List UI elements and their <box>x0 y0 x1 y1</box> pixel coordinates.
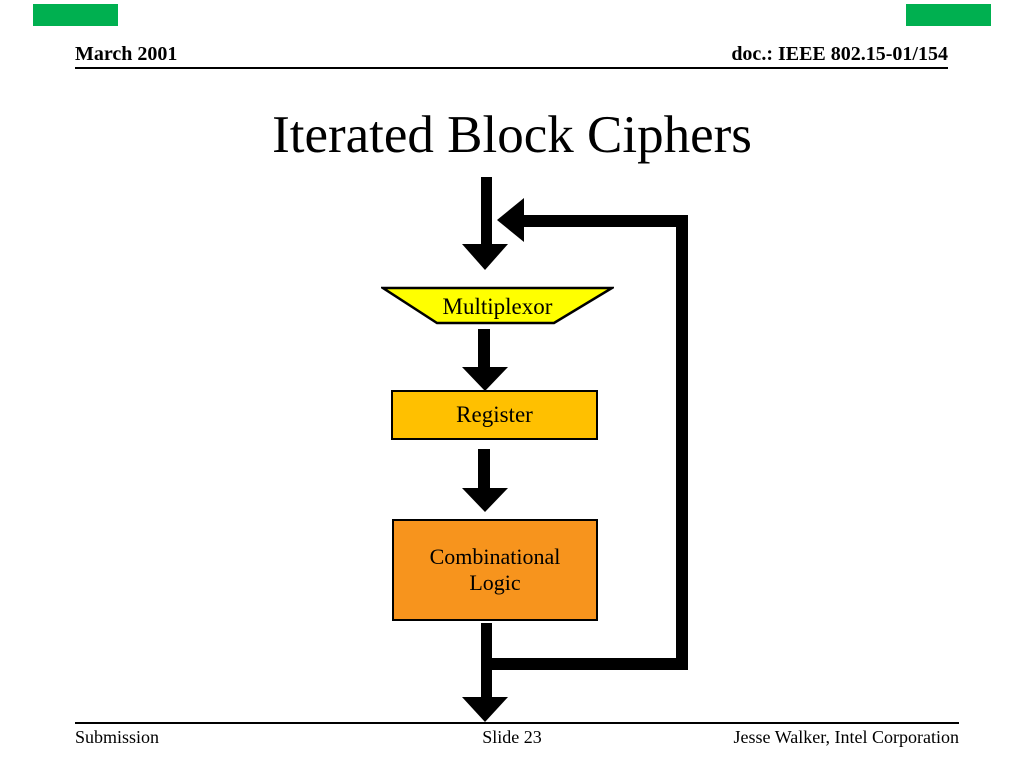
output-arrow-stem <box>481 623 492 699</box>
footer-slide-number: Slide 23 <box>482 727 542 747</box>
green-marker-right <box>906 4 991 26</box>
green-marker-left <box>33 4 118 26</box>
mux-to-register-head <box>462 367 508 391</box>
register-label: Register <box>456 402 533 427</box>
slide-title: Iterated Block Ciphers <box>272 106 752 164</box>
header-doc-number: doc.: IEEE 802.15-01/154 <box>731 43 948 65</box>
feedback-top-line <box>521 215 688 227</box>
multiplexor-shape <box>381 286 614 325</box>
multiplexor-label: Multiplexor <box>442 294 553 319</box>
mux-to-register-stem <box>478 329 490 368</box>
combinational-logic-label-line2: Logic <box>469 570 521 595</box>
header-rule <box>75 67 948 69</box>
combinational-logic-box: Combinational Logic <box>392 519 598 621</box>
register-to-logic-head <box>462 488 508 512</box>
output-arrow-head <box>462 697 508 722</box>
header-date: March 2001 <box>75 43 178 65</box>
footer-author: Jesse Walker, Intel Corporation <box>733 727 959 747</box>
input-arrow-stem <box>481 177 492 245</box>
footer-submission: Submission <box>75 727 160 747</box>
combinational-logic-label-line1: Combinational <box>429 544 561 569</box>
feedback-bottom-line <box>487 658 688 670</box>
register-to-logic-stem <box>478 449 490 489</box>
input-arrow-head <box>462 244 508 270</box>
footer-rule <box>75 722 959 724</box>
register-box: Register <box>391 390 598 440</box>
feedback-right-line <box>676 215 688 670</box>
feedback-arrow-head <box>497 198 524 242</box>
